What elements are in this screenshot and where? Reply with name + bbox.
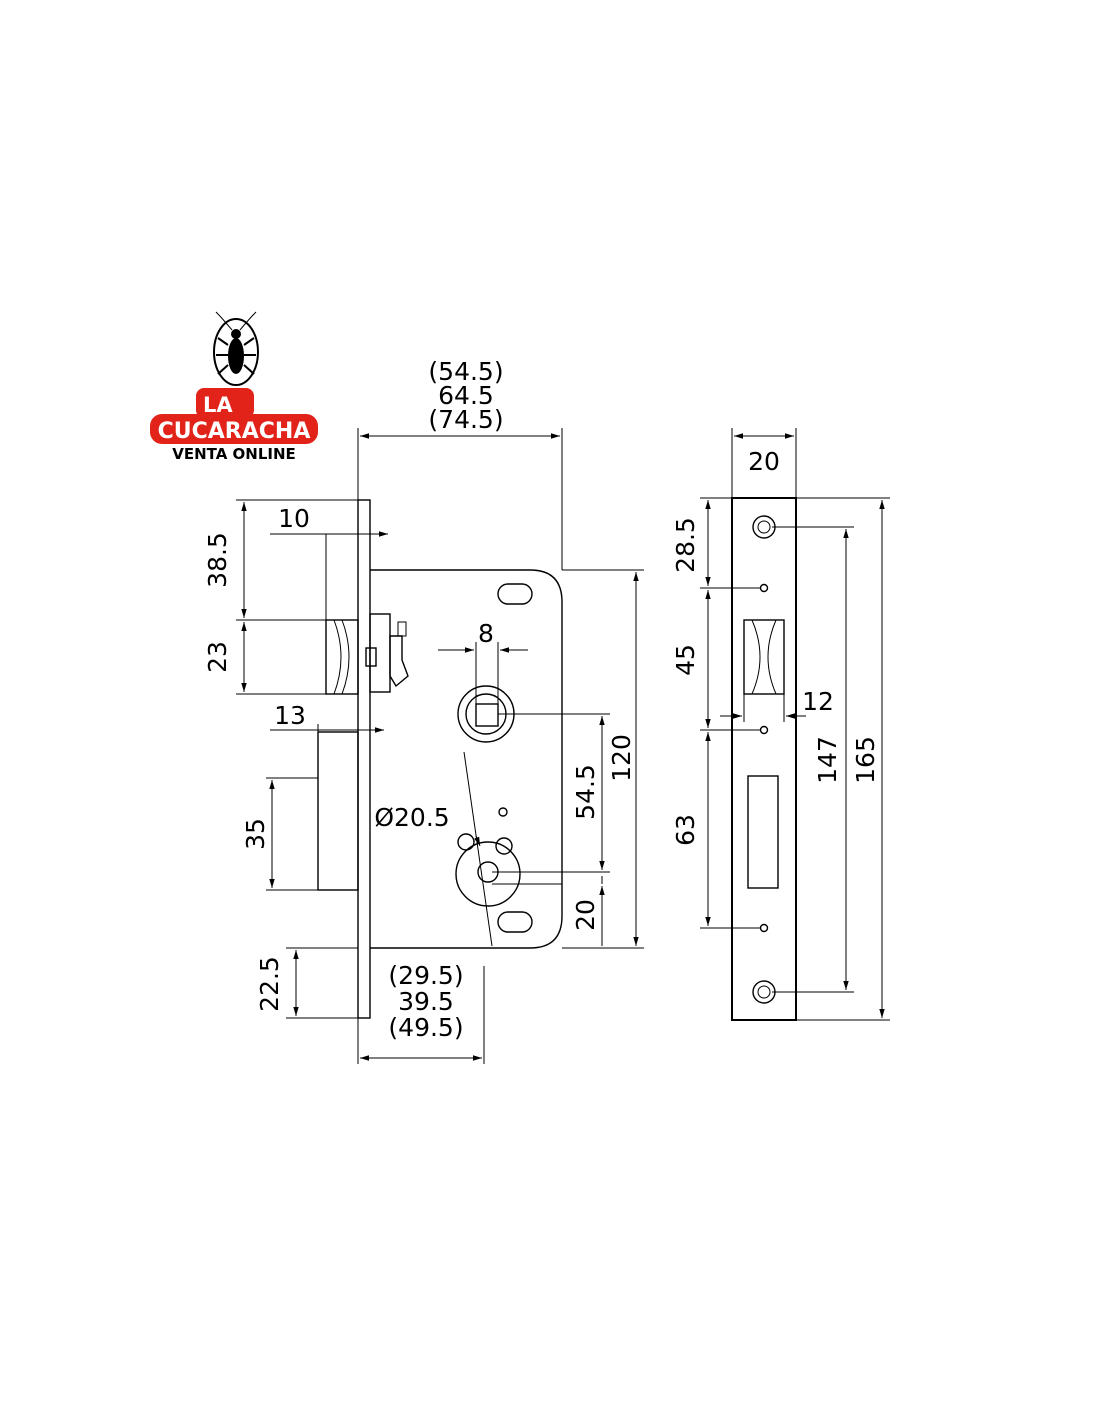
dim-bottom-gap: 22.5 <box>255 956 284 1012</box>
faceplate-dimensions: 20 28.5 45 63 12 147 165 <box>671 428 890 1021</box>
faceplate <box>731 497 797 1021</box>
dim-bolt-height: 35 <box>241 818 270 850</box>
dim-fp-top: 28.5 <box>671 517 700 573</box>
dim-latch-top: 38.5 <box>203 532 232 588</box>
lock-case <box>370 569 563 949</box>
dim-latch-offset: 10 <box>278 504 310 533</box>
dim-fp-slot-width: 12 <box>802 687 834 716</box>
dim-spindle-to-cylinder: 54.5 <box>571 764 600 820</box>
dim-backset-bottom-b: 39.5 <box>398 987 454 1016</box>
dead-bolt <box>317 731 359 891</box>
cockroach-icon <box>213 311 259 386</box>
dim-spindle: 8 <box>478 619 494 648</box>
dim-case-height: 120 <box>607 734 636 782</box>
screw-hole-bottom <box>752 980 776 1004</box>
latch-mechanism <box>365 613 409 693</box>
latch-opening <box>743 619 785 695</box>
pin-hole-3 <box>759 923 769 933</box>
dim-latch-height: 23 <box>203 641 232 673</box>
dim-backset-top-c: (74.5) <box>428 405 503 434</box>
logo-cucaracha: CUCARACHA <box>158 419 311 444</box>
screw-hole-top <box>752 515 776 539</box>
forend-strip <box>357 499 371 1019</box>
dim-cylinder-diameter: Ø20.5 <box>374 803 449 832</box>
pin-hole-1 <box>759 583 769 593</box>
lock-body-view <box>317 499 563 1019</box>
dim-backset-top-b: 64.5 <box>438 381 494 410</box>
dim-faceplate-width: 20 <box>748 447 780 476</box>
latch-bolt <box>325 619 359 695</box>
pin-hole-2 <box>759 725 769 735</box>
mounting-slot-top <box>497 583 533 605</box>
front-dimensions: (54.5) 64.5 (74.5) 10 38.5 23 13 35 22.5 <box>203 357 644 1064</box>
dim-fp-latch: 45 <box>671 644 700 676</box>
faceplate-view <box>731 497 797 1021</box>
dim-bolt-offset: 13 <box>274 701 306 730</box>
dim-backset-top-a: (54.5) <box>428 357 503 386</box>
dim-fp-bolt: 63 <box>671 814 700 846</box>
bolt-opening <box>747 775 779 889</box>
dim-cylinder-to-bottom: 20 <box>571 899 600 931</box>
logo-la: LA <box>203 393 233 417</box>
mounting-slot-bottom <box>497 911 533 933</box>
dim-backset-bottom-c: (49.5) <box>388 1013 463 1042</box>
dim-fp-total: 165 <box>851 736 880 784</box>
diameter-leader <box>463 751 493 947</box>
dim-fp-holes: 147 <box>813 736 842 784</box>
dim-backset-bottom-a: (29.5) <box>388 961 463 990</box>
brand-logo: LA CUCARACHA VENTA ONLINE <box>150 311 318 463</box>
cylinder-hole <box>455 807 562 907</box>
logo-venta-online: VENTA ONLINE <box>172 445 296 463</box>
